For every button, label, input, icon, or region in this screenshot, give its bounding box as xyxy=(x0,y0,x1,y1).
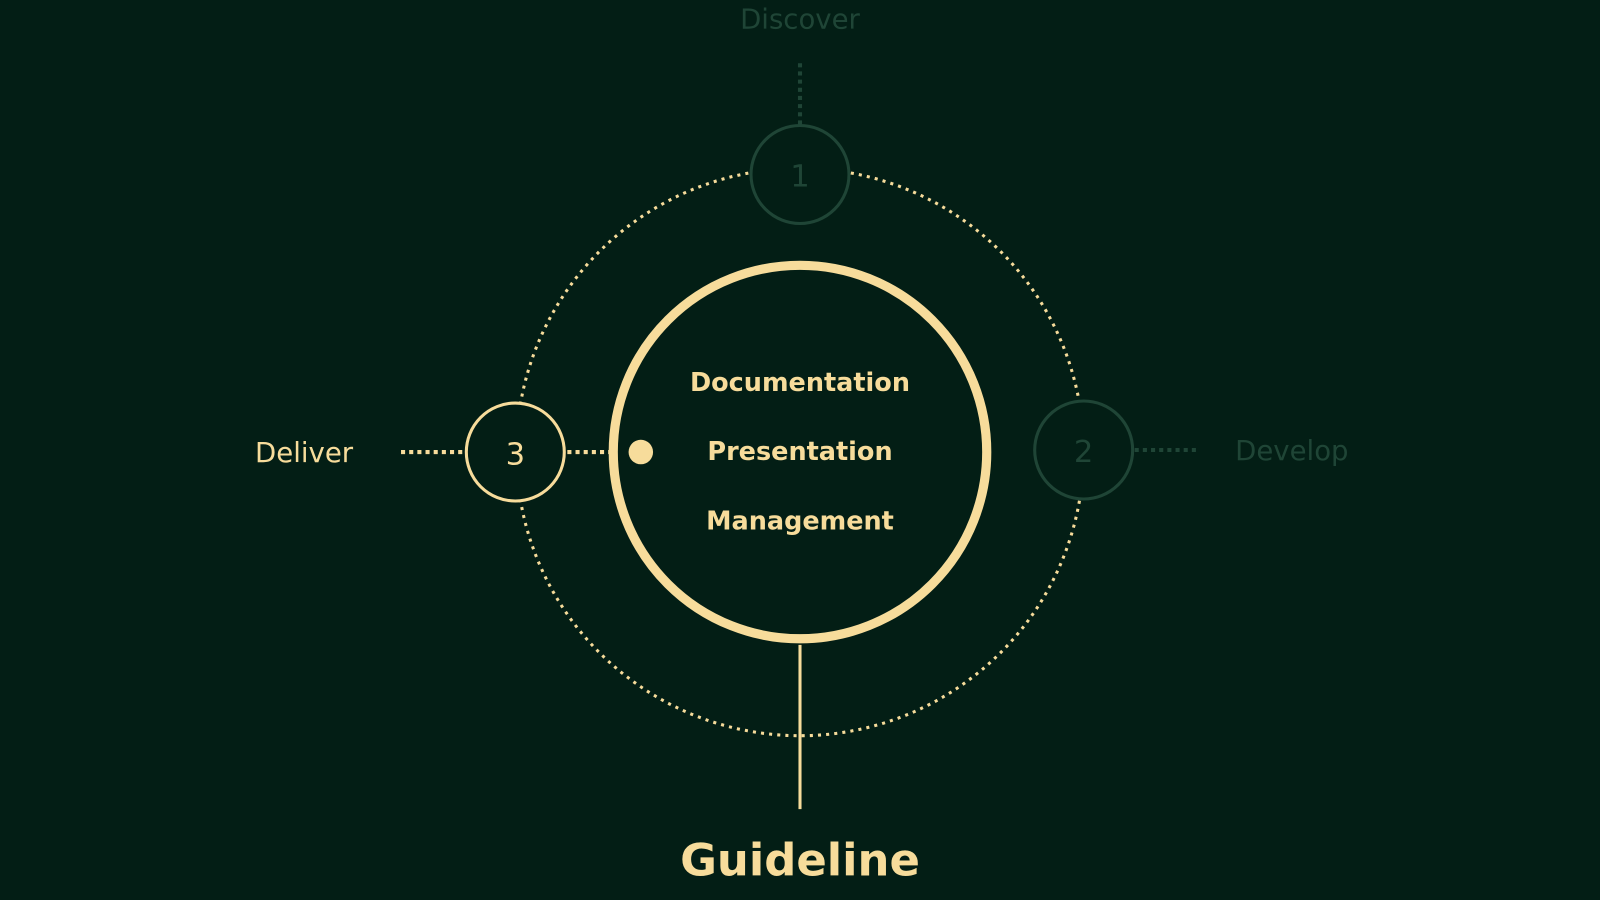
step-1-label: Discover xyxy=(740,4,860,36)
diagram-title: Guideline xyxy=(680,834,920,887)
center-item-presentation: Presentation xyxy=(707,437,892,467)
center-item-management: Management xyxy=(706,507,894,537)
center-circle xyxy=(608,260,992,644)
step-1-number: 1 xyxy=(790,160,809,195)
step-2-number: 2 xyxy=(1074,435,1093,470)
active-indicator-dot xyxy=(628,439,654,465)
step-2-label: Develop xyxy=(1235,435,1348,467)
step-1-node[interactable]: 1 xyxy=(749,123,851,225)
step-3-label: Deliver xyxy=(255,437,354,469)
step-3-node[interactable]: 3 xyxy=(464,401,566,503)
step-3-number: 3 xyxy=(506,437,525,472)
center-item-documentation: Documentation xyxy=(690,368,910,398)
step-2-node[interactable]: 2 xyxy=(1033,399,1135,501)
